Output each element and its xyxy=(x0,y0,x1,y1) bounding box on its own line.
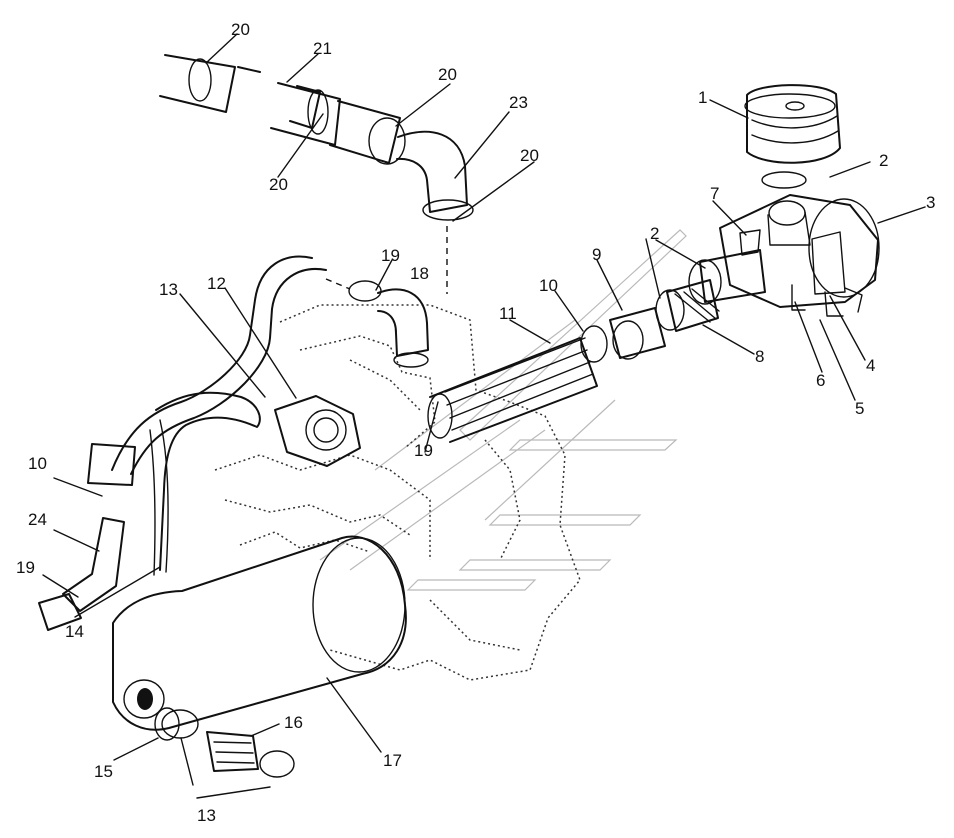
callout-13-lower: 13 xyxy=(197,806,216,825)
callout-2-top: 2 xyxy=(879,151,888,170)
callout-14: 14 xyxy=(65,622,84,641)
callout-5: 5 xyxy=(855,399,864,418)
callout-12: 12 xyxy=(207,274,226,293)
callout-1: 1 xyxy=(698,88,707,107)
callout-11: 11 xyxy=(499,304,517,323)
exhaust-and-muffler-assembly xyxy=(38,255,407,778)
callout-9: 9 xyxy=(592,245,601,264)
callout-13-upper: 13 xyxy=(159,280,178,299)
callout-20-top-left: 20 xyxy=(231,20,250,39)
callout-19-upper: 19 xyxy=(381,246,400,265)
callout-18: 18 xyxy=(410,264,429,283)
top-hose-assembly xyxy=(159,54,474,294)
callout-16: 16 xyxy=(284,713,303,732)
callout-19-middle: 19 xyxy=(414,441,433,460)
callout-leaders xyxy=(42,33,926,799)
callout-6: 6 xyxy=(816,371,825,390)
callout-17: 17 xyxy=(383,751,402,770)
callout-8: 8 xyxy=(755,347,764,366)
callout-10-left: 10 xyxy=(28,454,47,473)
small-elbow-assembly xyxy=(325,278,429,368)
callout-10-middle: 10 xyxy=(539,276,558,295)
callout-4: 4 xyxy=(866,356,875,375)
callout-7: 7 xyxy=(710,184,719,203)
intake-hose-assembly xyxy=(427,279,720,443)
callout-labels: 1 2 3 4 5 6 7 2 8 9 10 11 12 13 19 18 19… xyxy=(16,20,935,825)
callout-21: 21 xyxy=(313,39,332,58)
callout-23: 23 xyxy=(509,93,528,112)
callout-20-bottom-left: 20 xyxy=(269,175,288,194)
callout-24: 24 xyxy=(28,510,47,529)
engine-block-outline xyxy=(214,304,581,681)
callout-2-middle: 2 xyxy=(650,224,659,243)
callout-20-middle: 20 xyxy=(438,65,457,84)
air-cleaner-assembly xyxy=(688,84,880,317)
callout-20-right: 20 xyxy=(520,146,539,165)
callout-15: 15 xyxy=(94,762,113,781)
callout-3: 3 xyxy=(926,193,935,212)
callout-19-left: 19 xyxy=(16,558,35,577)
